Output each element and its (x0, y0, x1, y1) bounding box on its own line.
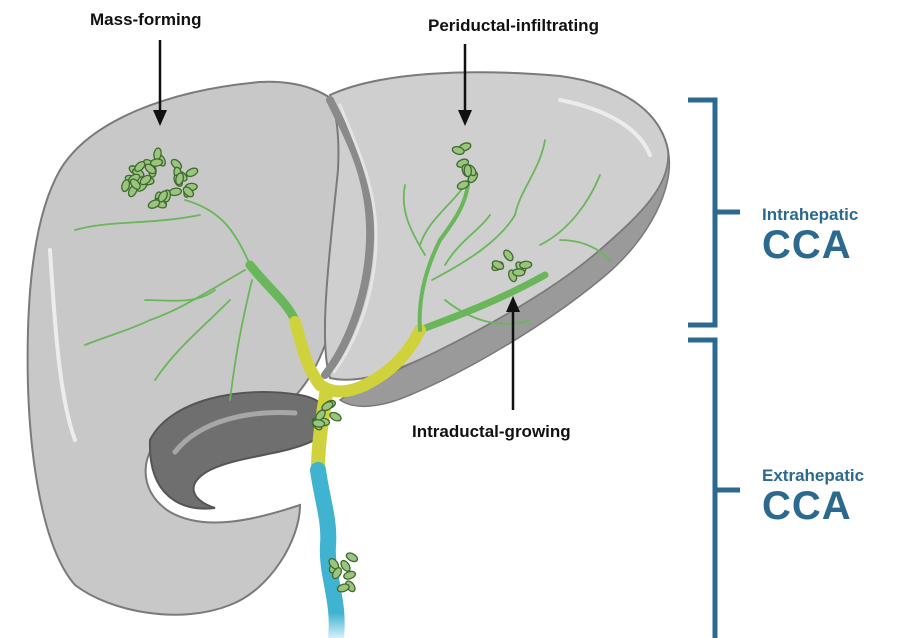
label-intraductal-growing: Intraductal-growing (412, 422, 571, 442)
tumor-cell (513, 269, 525, 276)
bracket-intrahepatic (688, 100, 740, 325)
intrahepatic-line1: Intrahepatic (762, 205, 858, 225)
label-periductal-infiltrating: Periductal-infiltrating (428, 16, 599, 36)
tumor-cell (519, 261, 532, 269)
extrahepatic-line1: Extrahepatic (762, 466, 864, 486)
liver (28, 72, 670, 614)
category-extrahepatic: Extrahepatic CCA (762, 466, 864, 526)
bracket-extrahepatic (688, 340, 740, 638)
tumor-cell (343, 570, 357, 581)
category-intrahepatic: Intrahepatic CCA (762, 205, 858, 265)
intrahepatic-line2: CCA (762, 225, 858, 265)
label-mass-forming: Mass-forming (90, 10, 201, 30)
tumor-cell (329, 411, 343, 423)
extrahepatic-line2: CCA (762, 486, 864, 526)
tumor-cell (464, 165, 472, 177)
